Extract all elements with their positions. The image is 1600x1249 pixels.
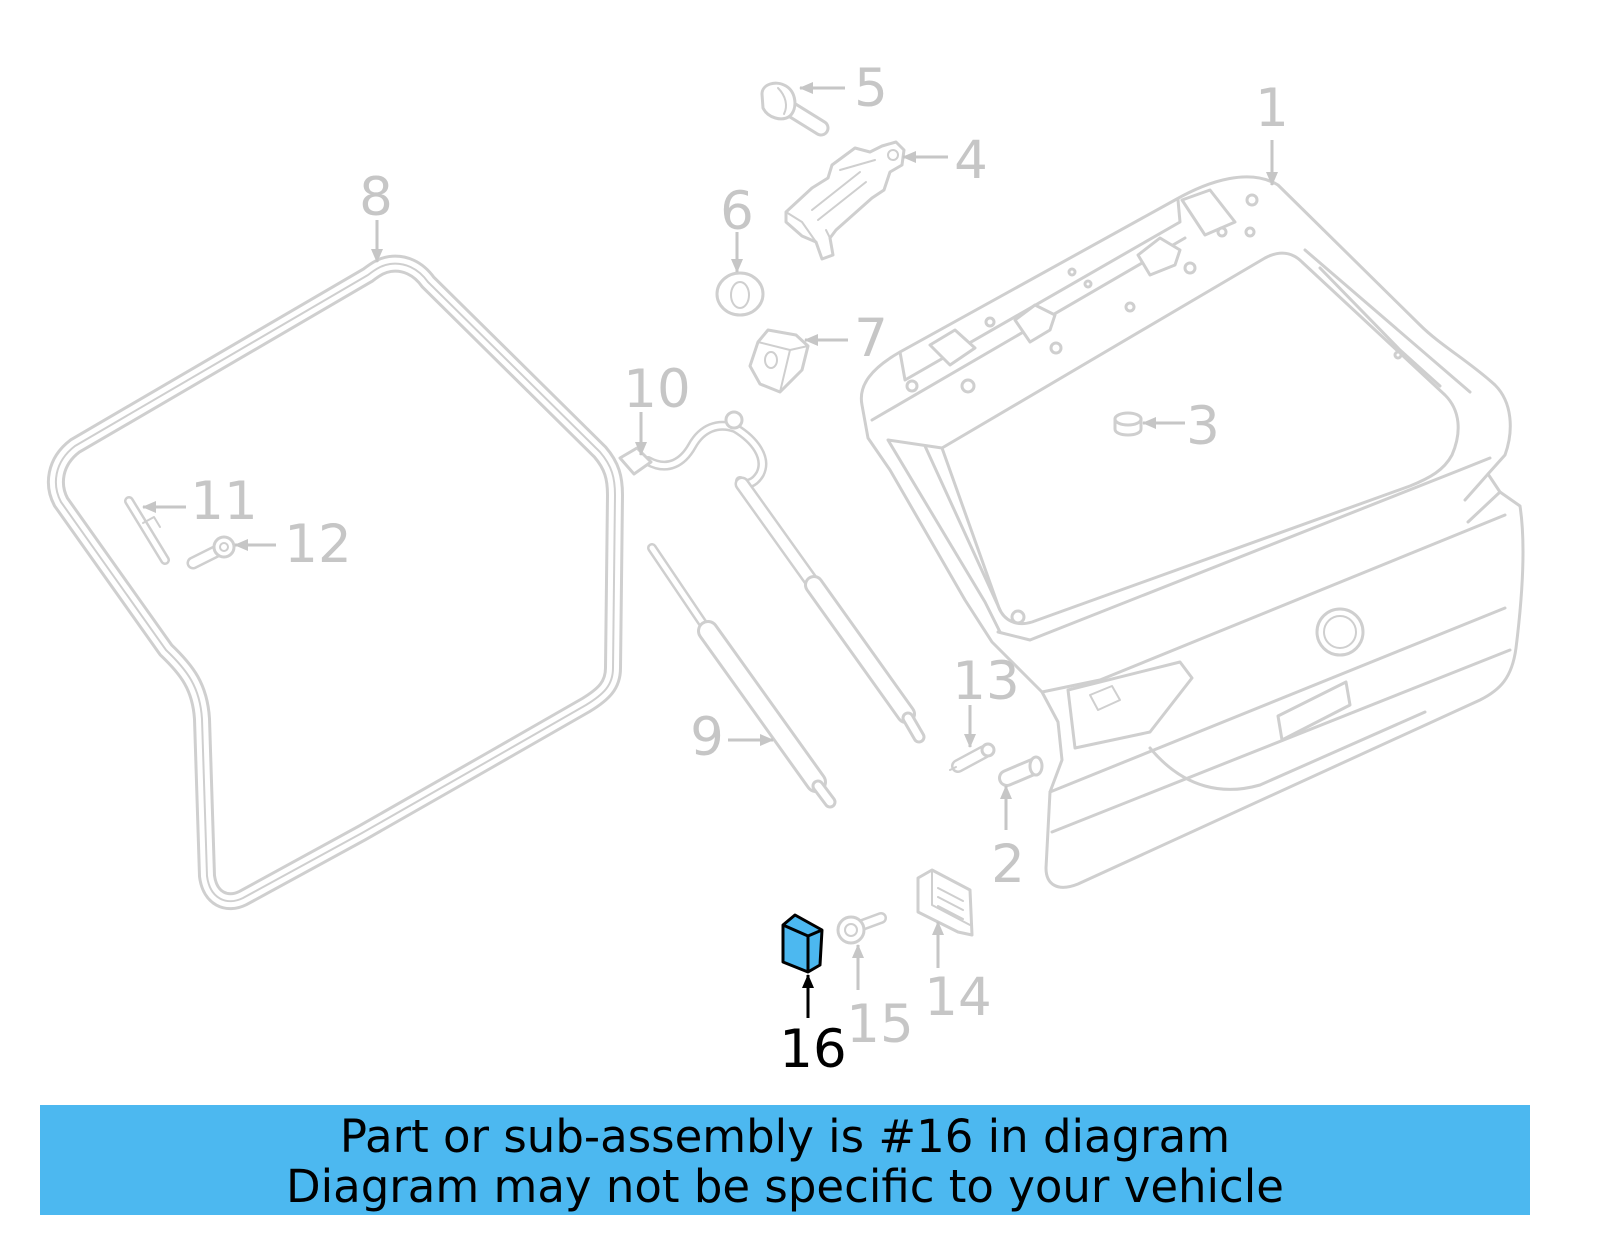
callout-label-2: 2 xyxy=(991,834,1025,895)
callout-label-15: 15 xyxy=(846,994,913,1055)
part-13-line-art xyxy=(949,742,996,773)
part-1-latch-cutout-2 xyxy=(1136,236,1182,277)
part-16-highlight xyxy=(781,913,824,974)
info-banner: Part or sub-assembly is #16 in diagram D… xyxy=(40,1105,1530,1215)
part-10-line-art xyxy=(618,410,768,489)
part-1-latch-cutout xyxy=(1013,303,1057,344)
part-5-shaft-inner xyxy=(786,104,827,134)
part-1-license-recess xyxy=(1276,680,1352,742)
part-9-line-art xyxy=(647,476,926,809)
callout-label-10: 10 xyxy=(623,359,690,420)
part-16-body xyxy=(781,913,824,974)
part-10-connector xyxy=(618,446,653,476)
part-16-edges xyxy=(782,923,823,972)
part-9-strut-left xyxy=(647,543,837,809)
callout-label-12: 12 xyxy=(284,514,351,575)
part-4-outline xyxy=(784,140,906,261)
part-2-line-art xyxy=(998,755,1044,787)
callout-labels: 1 2 3 4 5 6 7 8 9 10 11 12 13 14 15 16 xyxy=(190,58,1289,1080)
part-7-outline xyxy=(748,328,810,394)
part-12-head-recess xyxy=(219,542,229,552)
part-3-line-art xyxy=(1113,411,1143,437)
callout-label-6: 6 xyxy=(720,181,754,242)
part-1-line-art xyxy=(859,175,1525,889)
callout-label-16: 16 xyxy=(779,1019,846,1080)
part-1-bracket xyxy=(928,328,977,367)
part-12-head xyxy=(212,535,236,559)
part-10-clip xyxy=(724,410,744,430)
part-8-centerline xyxy=(54,262,616,903)
part-8-line-art xyxy=(46,254,624,911)
part-8-outline xyxy=(46,254,624,911)
part-7-line-art xyxy=(748,328,810,394)
part-4-line-art xyxy=(784,140,906,261)
part-15-line-art xyxy=(836,912,887,945)
callout-label-4: 4 xyxy=(954,130,988,191)
part-1-tail-lamp xyxy=(1066,660,1194,750)
callout-label-7: 7 xyxy=(854,308,888,369)
part-11-tab xyxy=(142,516,161,528)
callout-label-1: 1 xyxy=(1255,78,1289,139)
callout-label-8: 8 xyxy=(359,167,393,228)
callout-label-3: 3 xyxy=(1186,396,1220,457)
banner-line-1: Part or sub-assembly is #16 in diagram xyxy=(339,1110,1231,1163)
part-11-line-art xyxy=(124,496,170,565)
part-6-outer xyxy=(715,271,765,317)
part-5-line-art xyxy=(760,81,830,137)
part-14-outline xyxy=(916,868,974,937)
part-9-strut-right xyxy=(734,476,926,744)
callout-label-5: 5 xyxy=(854,58,888,119)
banner-line-2: Diagram may not be specific to your vehi… xyxy=(286,1160,1284,1213)
callout-label-14: 14 xyxy=(924,967,991,1028)
callout-label-9: 9 xyxy=(690,707,724,768)
part-8-inner xyxy=(49,257,621,908)
part-5-head xyxy=(760,81,797,121)
part-12-line-art xyxy=(186,535,236,570)
part-1-hinge-mount xyxy=(1180,188,1237,237)
part-3-top xyxy=(1113,411,1143,427)
part-6-line-art xyxy=(715,271,765,317)
part-11-body-inner xyxy=(126,498,168,563)
callout-label-13: 13 xyxy=(952,651,1019,712)
callout-arrows xyxy=(142,82,1278,1018)
part-15-washer xyxy=(836,915,866,945)
part-6-inner xyxy=(730,281,750,309)
part-1-holes xyxy=(905,193,1403,625)
callout-label-11: 11 xyxy=(190,471,257,532)
part-1-panel-lines xyxy=(996,456,1512,834)
part-14-line-art xyxy=(916,868,974,937)
